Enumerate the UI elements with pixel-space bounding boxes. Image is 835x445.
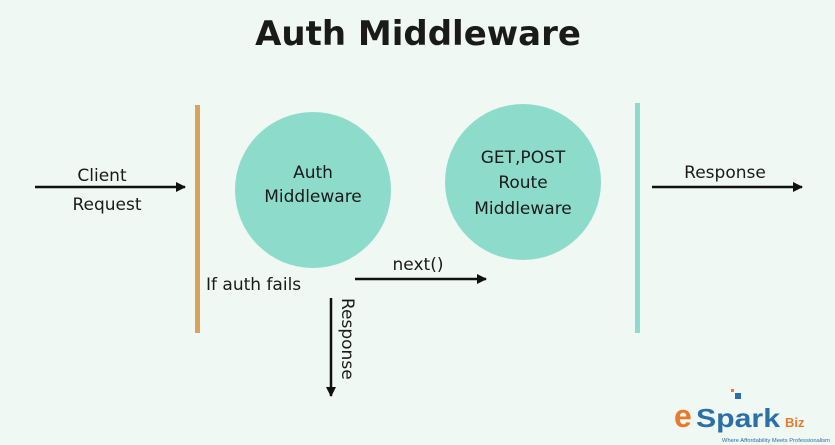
client-label: Client: [77, 166, 127, 186]
left-boundary-bar: [195, 105, 200, 333]
route-circle-line2: Route: [498, 173, 547, 193]
request-label: Request: [72, 195, 141, 215]
route-circle-line1: GET,POST: [481, 148, 566, 168]
response-right-label: Response: [684, 163, 766, 183]
next-label: next(): [393, 255, 444, 275]
auth-circle-line2: Middleware: [264, 187, 362, 207]
auth-circle-line1: Auth: [293, 163, 333, 183]
logo-spark-square: [735, 393, 741, 399]
logo-spark-dot: [731, 389, 734, 392]
route-circle-line3: Middleware: [474, 199, 572, 219]
response-down-label: Response: [337, 298, 357, 380]
diagram-title: Auth Middleware: [255, 14, 581, 54]
auth-middleware-circle: [235, 112, 391, 268]
logo-e: e: [674, 398, 692, 434]
right-boundary-bar: [635, 103, 640, 333]
route-middleware-circle: [445, 104, 601, 260]
logo-biz: Biz: [785, 415, 805, 430]
logo-spark: Spark: [696, 403, 781, 433]
espark-logo: e Spark Biz Where Affordability Meets Pr…: [674, 389, 830, 444]
logo-tagline: Where Affordability Meets Professionalis…: [722, 438, 830, 444]
auth-fail-label: If auth fails: [206, 275, 301, 295]
